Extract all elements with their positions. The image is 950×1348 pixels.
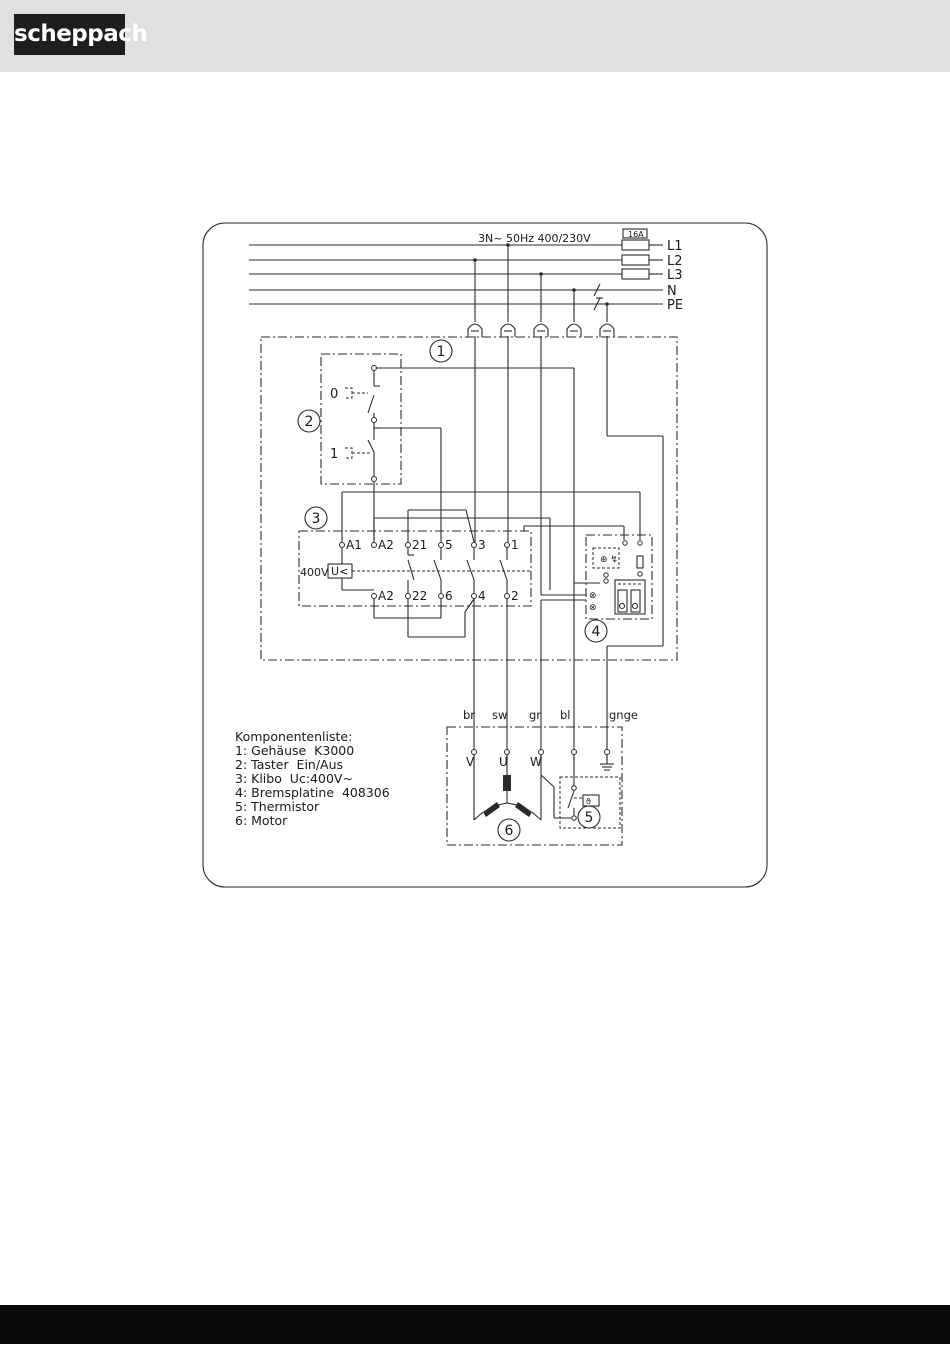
component-marker-4: 4 [592, 624, 601, 640]
switch-box [321, 354, 401, 484]
svg-text:⊗: ⊗ [589, 591, 597, 601]
line-label-n: N [667, 284, 677, 299]
plug-connectors [468, 324, 614, 337]
switch-contacts [345, 366, 380, 482]
svg-text:ϑ: ϑ [586, 797, 591, 806]
wire-color-sw: sw [492, 708, 507, 722]
component-list-item: 4: Bremsplatine 408306 [235, 785, 390, 800]
terminal-1: 1 [511, 538, 519, 552]
component-list-item: 3: Klibo Uc:400V~ [235, 771, 353, 786]
terminal-3: 3 [478, 538, 486, 552]
component-marker-5: 5 [585, 810, 594, 826]
svg-text:⊕ ↯: ⊕ ↯ [600, 555, 618, 565]
component-marker-2: 2 [305, 414, 314, 430]
component-list: Komponentenliste: 1: Gehäuse K3000 2: Ta… [235, 729, 390, 828]
wire-color-gr: gr [529, 708, 541, 722]
terminal-5: 5 [445, 538, 453, 552]
terminal-6: 6 [445, 589, 453, 603]
motor-box [447, 727, 622, 845]
motor-terminal-w: W [530, 755, 542, 769]
terminal-2: 2 [511, 589, 519, 603]
supply-label: 3N~ 50Hz 400/230V [478, 232, 591, 245]
component-list-item: 2: Taster Ein/Aus [235, 757, 343, 772]
footer-bar [0, 1305, 950, 1344]
terminal-4: 4 [478, 589, 486, 603]
component-list-title: Komponentenliste: [235, 729, 352, 744]
line-label-l3: L3 [667, 268, 683, 283]
component-list-item: 5: Thermistor [235, 799, 320, 814]
coil-voltage: 400V [300, 566, 329, 579]
switch-on-label: 1 [330, 447, 338, 462]
svg-text:⊗: ⊗ [589, 603, 597, 613]
terminal-a2-top: A2 [378, 538, 394, 552]
component-marker-3: 3 [312, 511, 321, 527]
wire-color-gnge: gnge [609, 708, 638, 722]
undervoltage-label: U< [331, 565, 348, 578]
terminal-a1: A1 [346, 538, 362, 552]
switch-off-label: 0 [330, 387, 338, 402]
terminal-21: 21 [412, 538, 427, 552]
terminal-a2-bottom: A2 [378, 589, 394, 603]
supply-bus [249, 245, 663, 304]
wire-color-bl: bl [560, 708, 571, 722]
component-list-item: 6: Motor [235, 813, 288, 828]
line-label-l2: L2 [667, 254, 683, 269]
terminal-22: 22 [412, 589, 427, 603]
line-label-pe: PE [667, 298, 683, 313]
component-marker-6: 6 [505, 823, 514, 839]
component-marker-1: 1 [437, 344, 446, 360]
line-label-l1: L1 [667, 239, 683, 254]
fuse-rating: 16A [628, 230, 644, 239]
component-list-item: 1: Gehäuse K3000 [235, 743, 354, 758]
ground-icon [600, 755, 614, 770]
wire-color-br: br [463, 708, 475, 722]
